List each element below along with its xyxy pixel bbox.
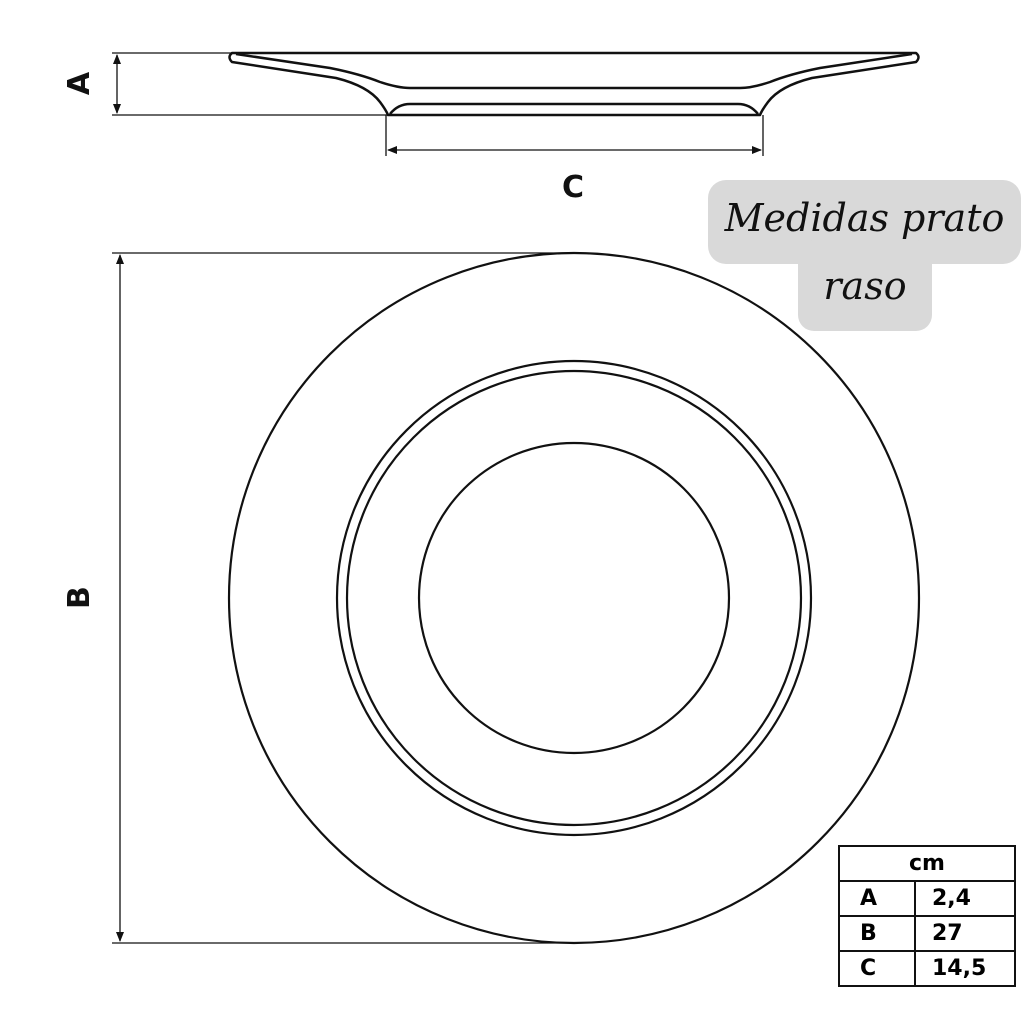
callout-title-line2: raso [823, 264, 907, 308]
table-header-row: cm [838, 845, 1016, 882]
callout-background [708, 180, 1021, 331]
dimensions-table: cm A 2,4 B 27 C 14,5 [838, 845, 1016, 987]
row-key: C [838, 950, 916, 987]
dimension-a [112, 52, 388, 116]
row-value: 14,5 [914, 950, 1016, 987]
unit-header: cm [838, 845, 1016, 882]
dimension-b [112, 252, 574, 944]
row-key: A [838, 880, 916, 917]
dimension-b-label: B [61, 586, 97, 609]
row-value: 27 [914, 915, 1016, 952]
dimension-a-label: A [62, 71, 98, 96]
row-value: 2,4 [914, 880, 1016, 917]
table-row: B 27 [838, 915, 1016, 952]
callout-title-line1: Medidas prato [724, 196, 1005, 240]
plate-side-profile [228, 51, 920, 117]
table-row: A 2,4 [838, 880, 1016, 917]
dimension-c [385, 115, 764, 156]
dimension-c-label: C [562, 170, 585, 205]
table-row: C 14,5 [838, 950, 1016, 987]
row-key: B [838, 915, 916, 952]
plate-top-view [227, 251, 921, 945]
